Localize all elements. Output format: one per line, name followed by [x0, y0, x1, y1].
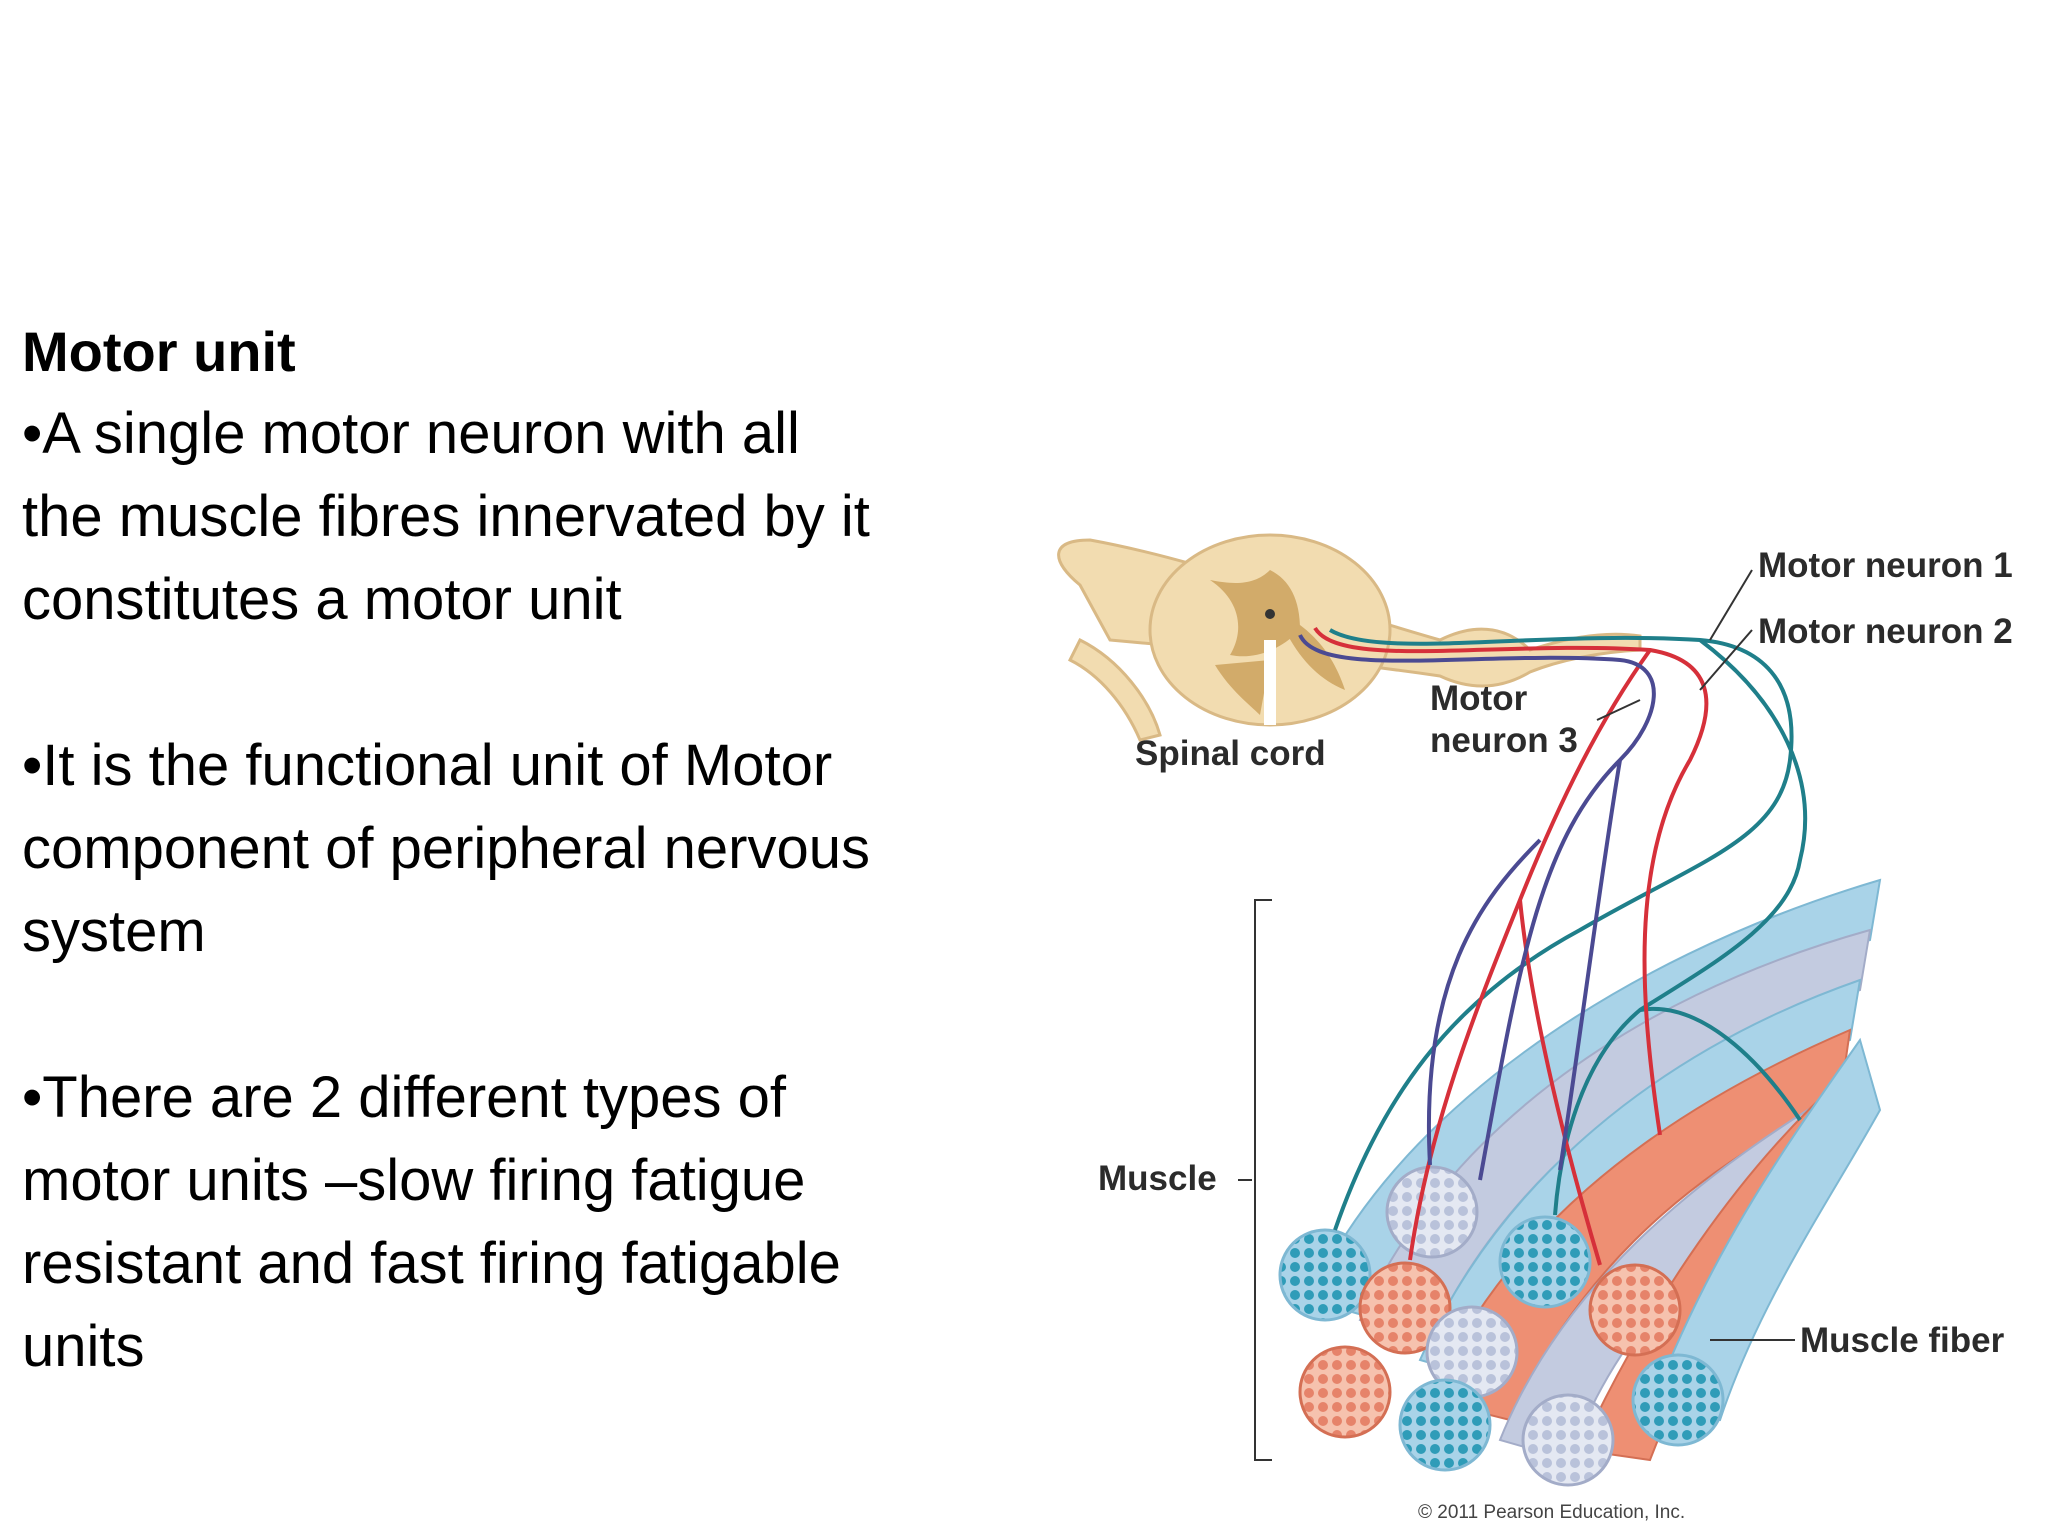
muscle-fibers: [1308, 878, 1882, 1462]
slide-heading: Motor unit: [22, 320, 296, 383]
spinal-cord-shape: [1057, 533, 1642, 742]
label-motor-neuron-1: Motor neuron 1: [1758, 546, 2013, 585]
label-muscle: Muscle: [1098, 1159, 1217, 1198]
bullet-3: •There are 2 different types of motor un…: [22, 1065, 841, 1379]
copyright-notice: © 2011 Pearson Education, Inc.: [1418, 1502, 1685, 1523]
motor-neuron-1-axon: [1328, 628, 1808, 1231]
fiber-cross-sections: [1278, 1165, 1725, 1487]
label-motor-neuron-3-line1: Motor: [1430, 679, 1528, 718]
label-motor-neuron-3-line2: neuron 3: [1430, 721, 1578, 760]
motor-neuron-3-axon: [1298, 634, 1656, 1181]
label-spinal-cord: Spinal cord: [1135, 734, 1326, 773]
label-leaders: [1238, 569, 1795, 1461]
label-motor-neuron-2: Motor neuron 2: [1758, 612, 2013, 651]
label-muscle-fiber: Muscle fiber: [1800, 1321, 2005, 1360]
slide-text: Motor unit •A single motor neuron with a…: [22, 312, 982, 1388]
bullet-2: •It is the functional unit of Motor comp…: [22, 733, 870, 964]
bullet-1: •A single motor neuron with all the musc…: [22, 401, 870, 632]
